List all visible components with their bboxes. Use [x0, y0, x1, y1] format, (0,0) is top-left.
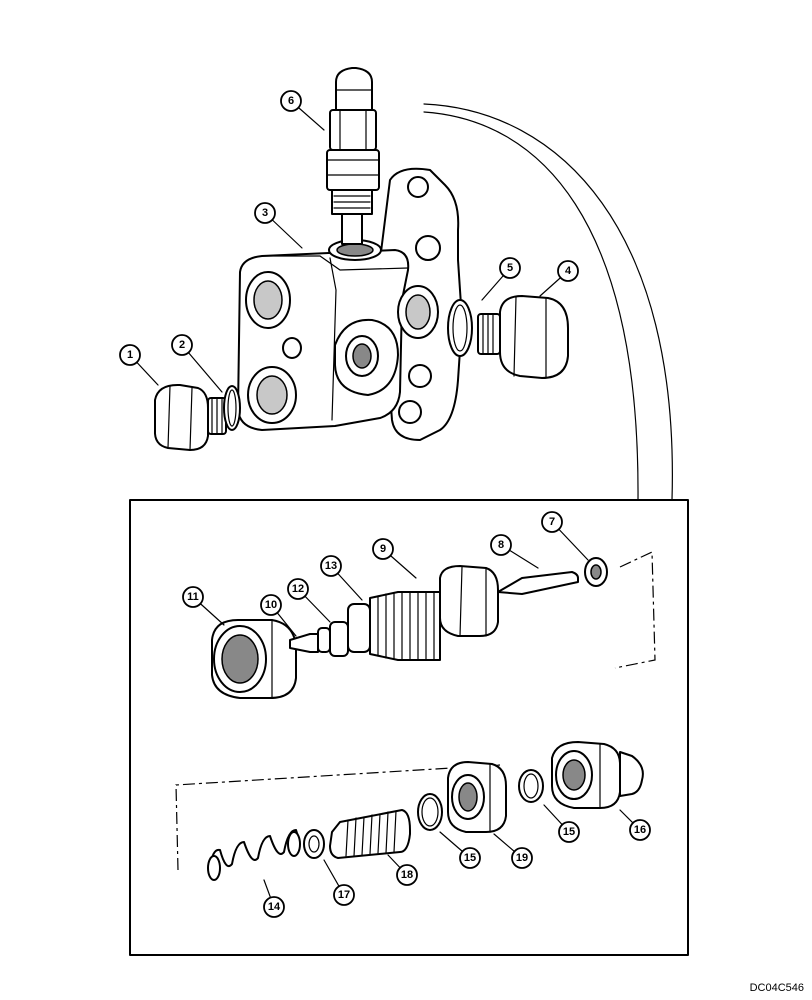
svg-text:2: 2: [179, 339, 185, 351]
callout-13: 13: [320, 555, 342, 577]
svg-text:5: 5: [507, 262, 513, 274]
callout-16: 16: [629, 819, 651, 841]
callout-18: 18: [396, 864, 418, 886]
svg-text:10: 10: [265, 599, 277, 611]
callout-15b: 15: [558, 821, 580, 843]
o-ring-left: [223, 385, 241, 431]
svg-text:9: 9: [380, 543, 386, 555]
seat: [317, 621, 349, 657]
svg-text:12: 12: [292, 583, 304, 595]
callout-8: 8: [490, 534, 512, 556]
callout-2: 2: [171, 334, 193, 356]
svg-text:15: 15: [563, 826, 575, 838]
callout-19: 19: [511, 847, 533, 869]
svg-text:6: 6: [288, 95, 294, 107]
cartridge-body: [347, 565, 499, 661]
dash-line-upper: [614, 551, 656, 669]
svg-text:15: 15: [464, 852, 476, 864]
large-nut: [211, 619, 297, 699]
o-ring-lower-2: [518, 769, 544, 803]
plug-left: [153, 383, 227, 451]
callout-14: 14: [263, 896, 285, 918]
dash-line-lower: [175, 764, 501, 871]
callout-4: 4: [557, 260, 579, 282]
pin: [497, 571, 579, 595]
poppet: [289, 633, 319, 653]
callout-11: 11: [182, 586, 204, 608]
adjuster-screw: [329, 809, 411, 859]
svg-text:14: 14: [268, 901, 281, 913]
svg-text:8: 8: [498, 539, 504, 551]
svg-text:18: 18: [401, 869, 413, 881]
washer-small: [584, 557, 608, 587]
relief-cartridge-top: [326, 67, 380, 245]
cap-nut: [551, 741, 644, 809]
callout-15a: 15: [459, 847, 481, 869]
document-code: DC04C546: [749, 982, 804, 994]
jam-nut: [447, 761, 507, 833]
inset-leader-curve-2: [423, 103, 673, 501]
callout-1: 1: [119, 344, 141, 366]
callout-17: 17: [333, 884, 355, 906]
svg-text:13: 13: [325, 560, 337, 572]
callout-7: 7: [541, 511, 563, 533]
callout-6: 6: [280, 90, 302, 112]
plug-right: [477, 295, 569, 379]
svg-text:7: 7: [549, 516, 555, 528]
svg-text:16: 16: [634, 824, 646, 836]
callout-5: 5: [499, 257, 521, 279]
svg-text:4: 4: [565, 265, 572, 277]
inset-leader-curve: [423, 111, 639, 501]
svg-text:1: 1: [127, 349, 133, 361]
shim: [303, 829, 325, 859]
callout-10: 10: [260, 594, 282, 616]
spring: [207, 829, 301, 881]
callout-3: 3: [254, 202, 276, 224]
inset-frame: [129, 499, 689, 956]
o-ring-right: [447, 299, 473, 357]
svg-text:17: 17: [338, 889, 350, 901]
svg-text:11: 11: [187, 591, 199, 603]
callout-12: 12: [287, 578, 309, 600]
callout-9: 9: [372, 538, 394, 560]
svg-text:19: 19: [516, 852, 528, 864]
svg-text:3: 3: [262, 207, 268, 219]
